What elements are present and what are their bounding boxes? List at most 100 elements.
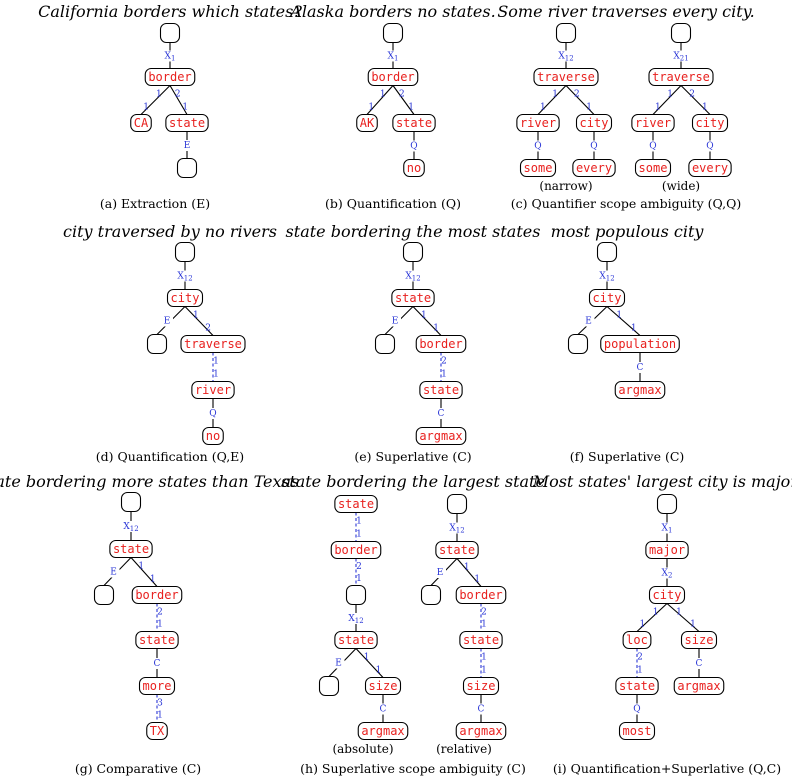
edge-label: 1 — [182, 102, 188, 112]
edge-label: 1 — [586, 102, 592, 112]
edge-label: 1 — [481, 653, 487, 663]
edge-label: C — [154, 659, 161, 669]
edge-label: 1 — [213, 369, 219, 379]
edge-label-bg — [350, 613, 362, 624]
node-label: loc — [626, 633, 648, 647]
edge-label: E — [110, 568, 117, 578]
node-label: state — [619, 679, 655, 693]
edge-label: X21 — [673, 52, 688, 63]
empty-node — [174, 241, 196, 263]
node-label: river — [520, 116, 556, 130]
node-label: state — [113, 542, 149, 556]
edge-label-bg — [704, 140, 716, 152]
edge-label: 1 — [690, 620, 696, 630]
node-label: traverse — [652, 70, 710, 84]
edge-label: X1 — [165, 52, 176, 63]
edge-label: 1 — [540, 102, 546, 112]
node-label: state — [463, 633, 499, 647]
edge-label: 2 — [637, 653, 643, 663]
tree-node — [618, 721, 656, 741]
caption-d: (d) Quantification (Q,E) — [96, 449, 244, 464]
tree-node — [575, 113, 613, 133]
node-label: some — [524, 161, 553, 175]
node-label: state — [423, 383, 459, 397]
edge-label: E — [585, 317, 592, 327]
edge-label: 1 — [138, 562, 144, 572]
caption-b: (b) Quantification (Q) — [325, 196, 461, 211]
edge-label: X12 — [405, 272, 420, 283]
edge-label-bg — [207, 408, 219, 419]
tree-node — [144, 67, 196, 87]
edge-label: X12 — [599, 272, 614, 283]
node-label: state — [338, 633, 374, 647]
edge-label: Q — [633, 705, 640, 715]
tree-sublabel: (narrow) — [539, 179, 592, 193]
tree-sublabel: (absolute) — [332, 742, 393, 756]
edge-label: 1 — [552, 90, 558, 100]
question-d: city traversed by no rivers — [63, 222, 277, 241]
edge-label-bg — [389, 315, 401, 327]
node-label: traverse — [184, 337, 242, 351]
tree-node — [334, 494, 378, 514]
tree-edge — [130, 557, 158, 587]
edge-label: Q — [209, 409, 216, 419]
node-label: state — [169, 116, 205, 130]
node-label: argmax — [677, 679, 720, 693]
edge-label: 1 — [474, 575, 480, 585]
node-label: state — [395, 291, 431, 305]
edge-label: Q — [706, 142, 713, 152]
node-label: city — [171, 291, 200, 305]
edge-label: E — [184, 141, 191, 151]
empty-node — [93, 584, 115, 606]
question-g: state bordering more states than Texas — [0, 472, 299, 491]
tree-node — [516, 113, 560, 133]
tree-edge — [652, 85, 682, 115]
tree-node — [631, 113, 675, 133]
empty-node — [670, 22, 692, 44]
tree-node — [130, 113, 152, 133]
node-label: population — [604, 337, 676, 351]
edge-label: C — [637, 363, 644, 373]
node-label: river — [635, 116, 671, 130]
empty-node — [159, 22, 181, 44]
question-f: most populous city — [551, 222, 705, 241]
edge-label: Q — [649, 142, 656, 152]
node-label: city — [653, 588, 682, 602]
edge-label: 1 — [356, 529, 362, 539]
edge-label: 1 — [640, 620, 646, 630]
tree-edge — [565, 85, 595, 115]
question-a: California borders which states? — [38, 2, 302, 21]
tree-node — [364, 676, 402, 696]
edge-label: X12 — [177, 272, 192, 283]
question-c: Some river traverses every city. — [497, 2, 754, 21]
tree-node — [588, 288, 626, 308]
tree-node — [135, 630, 179, 650]
edge-label-bg — [407, 270, 419, 282]
edge-label: 1 — [368, 102, 374, 112]
tree-node — [191, 380, 235, 400]
edge-label: E — [164, 317, 171, 327]
tree-node — [415, 334, 467, 354]
node-label: TX — [150, 724, 165, 738]
empty-node — [446, 493, 468, 515]
edge-label: 2 — [356, 562, 362, 572]
edge-label-bg — [693, 658, 705, 669]
tree-node — [688, 158, 732, 178]
edge-label-bg — [675, 50, 687, 62]
edge-label: 1 — [441, 369, 447, 379]
edge-label: X1 — [388, 52, 399, 63]
node-label: every — [576, 161, 612, 175]
tree-node — [419, 380, 463, 400]
tree-node — [691, 113, 729, 133]
edge-label: E — [437, 568, 444, 578]
tree-node — [202, 426, 224, 446]
tree-node — [165, 113, 209, 133]
tree-node — [648, 585, 686, 605]
edge-label: X2 — [662, 569, 673, 580]
empty-node — [374, 333, 396, 355]
tree-node — [180, 334, 246, 354]
node-label: argmax — [618, 383, 661, 397]
tree-node — [334, 630, 378, 650]
tree-node — [131, 585, 183, 605]
edge-label: 2 — [175, 90, 181, 100]
